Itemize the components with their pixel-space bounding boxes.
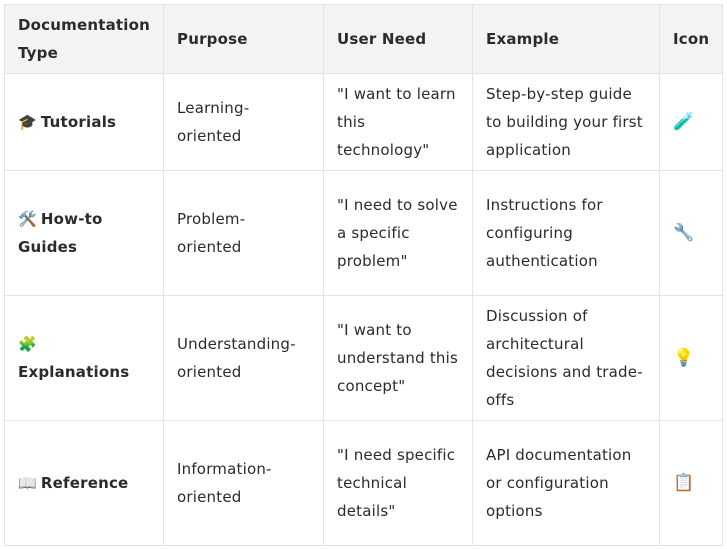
table-row: 🧩 Explanations Understanding-oriented "I … bbox=[4, 295, 723, 421]
row-user-need-cell: "I want to understand this concept" bbox=[323, 295, 473, 421]
table-header-row: Documentation Type Purpose User Need Exa… bbox=[4, 4, 723, 74]
row-example-cell: Step-by-step guide to building your firs… bbox=[472, 73, 660, 171]
row-purpose-cell: Understanding-oriented bbox=[163, 295, 324, 421]
table-row: 🎓Tutorials Learning-oriented "I want to … bbox=[4, 73, 723, 171]
row-purpose-cell: Information-oriented bbox=[163, 420, 324, 546]
row-user-need-cell: "I need specific technical details" bbox=[323, 420, 473, 546]
row-example-cell: Discussion of architectural decisions an… bbox=[472, 295, 660, 421]
table-row: 📖Reference Information-oriented "I need … bbox=[4, 420, 723, 546]
wrench-icon: 🔧 bbox=[659, 170, 723, 296]
header-documentation-type: Documentation Type bbox=[4, 4, 164, 74]
clipboard-icon: 📋 bbox=[659, 420, 723, 546]
graduation-cap-icon: 🎓 bbox=[18, 113, 37, 131]
documentation-types-table: Documentation Type Purpose User Need Exa… bbox=[4, 4, 723, 546]
row-type-label: How-to Guides bbox=[18, 210, 103, 256]
header-example: Example bbox=[472, 4, 660, 74]
row-type-label: Tutorials bbox=[40, 113, 117, 131]
row-type-label: Explanations bbox=[18, 363, 130, 381]
light-bulb-icon: 💡 bbox=[659, 295, 723, 421]
test-tube-icon: 🧪 bbox=[659, 73, 723, 171]
row-type-cell: 🎓Tutorials bbox=[4, 73, 164, 171]
row-user-need-cell: "I need to solve a specific problem" bbox=[323, 170, 473, 296]
header-icon: Icon bbox=[659, 4, 723, 74]
row-type-cell: 📖Reference bbox=[4, 420, 164, 546]
row-user-need-cell: "I want to learn this technology" bbox=[323, 73, 473, 171]
hammer-wrench-icon: 🛠️ bbox=[18, 210, 37, 228]
row-type-cell: 🧩 Explanations bbox=[4, 295, 164, 421]
row-example-cell: Instructions for configuring authenticat… bbox=[472, 170, 660, 296]
row-example-cell: API documentation or configuration optio… bbox=[472, 420, 660, 546]
puzzle-piece-icon: 🧩 bbox=[18, 335, 37, 353]
table-row: 🛠️How-to Guides Problem-oriented "I need… bbox=[4, 170, 723, 296]
header-user-need: User Need bbox=[323, 4, 473, 74]
row-type-label: Reference bbox=[40, 474, 129, 492]
row-purpose-cell: Learning-oriented bbox=[163, 73, 324, 171]
row-type-cell: 🛠️How-to Guides bbox=[4, 170, 164, 296]
row-purpose-cell: Problem-oriented bbox=[163, 170, 324, 296]
header-purpose: Purpose bbox=[163, 4, 324, 74]
open-book-icon: 📖 bbox=[18, 474, 37, 492]
